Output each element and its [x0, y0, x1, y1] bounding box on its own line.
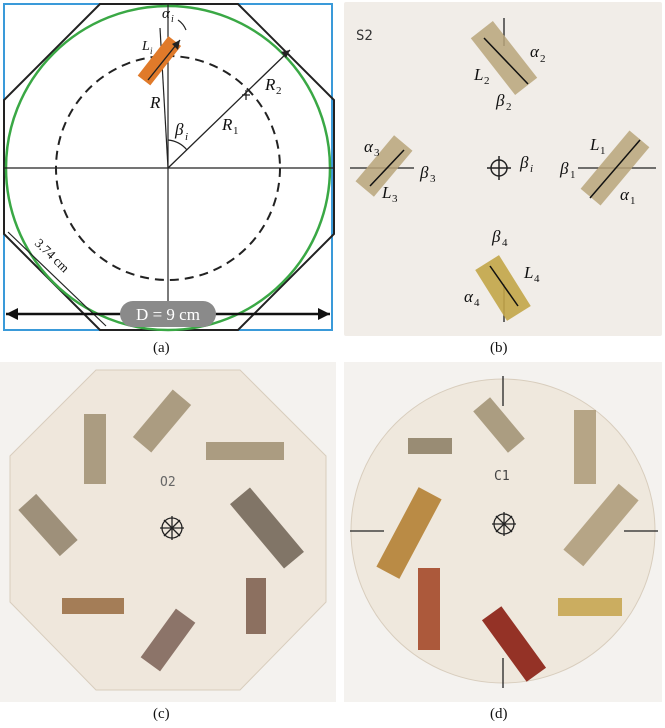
svg-text:1: 1: [600, 145, 606, 157]
svg-text:α: α: [530, 42, 540, 61]
strip-3: [355, 135, 413, 197]
sample-label-s2: S2: [356, 28, 373, 44]
svg-text:β: β: [491, 227, 501, 246]
svg-text:β: β: [495, 91, 505, 110]
panel-d-diagram: C1: [344, 362, 662, 702]
caption-d: (d): [490, 706, 508, 722]
label-r1-sub: 1: [233, 125, 239, 137]
r2-arrowhead: [281, 50, 290, 58]
panel-a: D = 9 cm 3.74 cm R R 1 R 2 β i α i L i: [0, 0, 336, 340]
sample-label-c1: C1: [494, 469, 510, 484]
svg-text:α: α: [364, 137, 374, 156]
plate-s2: [344, 2, 662, 336]
label-r2: R: [264, 75, 276, 94]
label-beta-sub: i: [185, 131, 188, 143]
svg-text:β: β: [559, 159, 569, 178]
label-r: R: [149, 93, 161, 112]
svg-text:3: 3: [430, 173, 436, 185]
svg-text:3: 3: [374, 147, 380, 159]
svg-text:2: 2: [484, 75, 490, 87]
panel-d: C1: [344, 362, 662, 702]
caption-c: (c): [153, 706, 170, 722]
svg-text:β: β: [419, 163, 429, 182]
label-l-sub: i: [150, 46, 153, 56]
side-dim-line: [7, 231, 107, 327]
svg-text:β: β: [519, 153, 529, 172]
label-r1: R: [221, 115, 233, 134]
label-beta: β: [174, 120, 184, 139]
panel-b-diagram: S2 α 2 L 2 β 2 α 3 β 3 L 3 β i L 1 β 1 α…: [344, 2, 662, 336]
diameter-label-bg: [120, 301, 216, 327]
svg-text:α: α: [620, 185, 630, 204]
panel-c-diagram: O2: [0, 362, 336, 702]
center-star-d: [492, 512, 516, 536]
label-r2-sub: 2: [276, 85, 282, 97]
svg-text:L: L: [473, 65, 483, 84]
svg-text:α: α: [464, 287, 474, 306]
beta-angle-arc: [167, 139, 188, 151]
panel-b: S2 α 2 L 2 β 2 α 3 β 3 L 3 β i L 1 β 1 α…: [344, 2, 662, 336]
caption-a: (a): [153, 340, 170, 356]
panel-a-diagram: D = 9 cm 3.74 cm R R 1 R 2 β i α i L i: [3, 3, 335, 332]
svg-text:L: L: [589, 135, 599, 154]
svg-text:2: 2: [540, 53, 546, 65]
svg-text:L: L: [381, 183, 391, 202]
svg-text:3: 3: [392, 193, 398, 205]
label-alpha: α: [162, 6, 171, 22]
svg-text:i: i: [530, 163, 533, 175]
label-l: L: [141, 39, 150, 54]
panel-c: O2: [0, 362, 336, 702]
center-star-c: [160, 516, 184, 540]
strip-li: [137, 36, 182, 86]
svg-text:L: L: [523, 263, 533, 282]
svg-text:1: 1: [570, 169, 576, 181]
svg-text:4: 4: [502, 237, 508, 249]
svg-text:1: 1: [630, 195, 636, 207]
radius-r2-line: [167, 49, 291, 169]
octagon-outline: [3, 3, 335, 331]
svg-text:4: 4: [474, 297, 480, 309]
label-alpha-sub: i: [171, 14, 174, 25]
svg-text:4: 4: [534, 273, 540, 285]
alpha-arc: [177, 19, 187, 31]
caption-b: (b): [490, 340, 508, 356]
svg-text:2: 2: [506, 101, 512, 113]
sample-label-o2: O2: [160, 475, 176, 490]
diameter-label: D = 9 cm: [136, 305, 200, 324]
